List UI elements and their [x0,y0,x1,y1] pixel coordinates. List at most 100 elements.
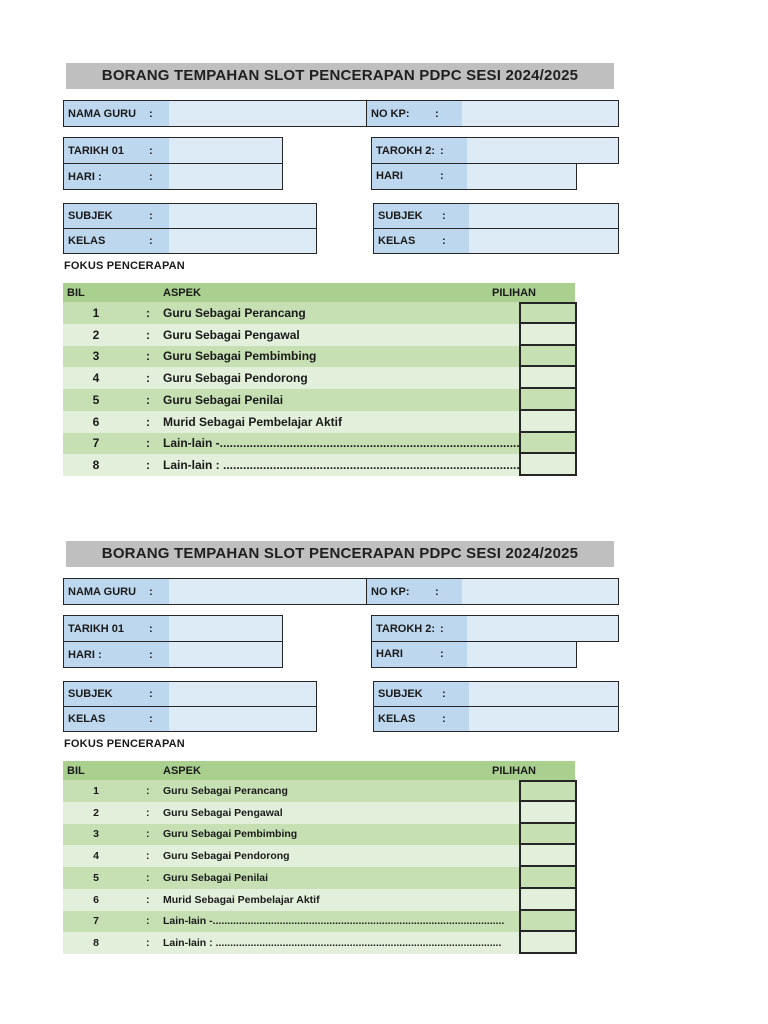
row-number: 8 [93,937,99,950]
hari-1-input[interactable] [169,164,282,189]
table-row: 4 : Guru Sebagai Pendorong [63,367,577,389]
colon: : [146,893,150,906]
pilihan-box[interactable] [519,454,577,476]
colon: : [149,713,153,725]
colon: : [146,828,150,841]
pilihan-box[interactable] [519,845,577,867]
colon: : [435,107,439,120]
row-number: 3 [93,828,99,841]
pilihan-box[interactable] [519,410,577,433]
row-nama-nokp: NAMA GURU : NO KP: : [63,578,619,605]
colon: : [146,436,150,451]
subjek-1-input[interactable] [169,682,316,706]
table-row: 1 : Guru Sebagai Perancang [63,302,577,324]
table-row: 1 : Guru Sebagai Perancang [63,780,577,802]
tarikh-2-label: TAROKH 2: : [372,138,467,163]
field-tarikh-2: TAROKH 2: : [371,137,619,164]
hari-2-input[interactable] [467,641,576,667]
colon: : [149,107,153,120]
pilihan-box[interactable] [519,910,577,933]
pilihan-box[interactable] [519,888,577,911]
col-header-aspek: ASPEK [163,764,201,777]
pilihan-box[interactable] [519,367,577,389]
pilihan-box[interactable] [519,302,577,324]
row-number: 7 [92,436,100,451]
table-row: 7 : Lain-lain -.........................… [63,432,577,455]
row-number: 5 [92,392,100,407]
table-header: BIL ASPEK PILIHAN [63,761,575,780]
subjek-1-label: SUBJEK : [64,682,169,706]
col-header-pilihan: PILIHAN [492,764,536,777]
subjek-1-input[interactable] [169,204,316,228]
kelas-2-input[interactable] [469,707,618,731]
colon: : [440,170,444,182]
colon: : [146,937,150,950]
tarikh-2-input[interactable] [467,138,618,163]
row-aspek: Guru Sebagai Pembimbing [163,349,317,364]
nama-guru-input[interactable] [169,579,366,604]
booking-form: BORANG TEMPAHAN SLOT PENCERAPAN PDPC SES… [0,63,768,541]
colon: : [146,806,150,819]
nama-guru-input[interactable] [169,101,366,126]
nama-guru-label: NAMA GURU : [64,579,169,604]
pilihan-box[interactable] [519,323,577,346]
tarikh-1-input[interactable] [169,138,282,163]
tarikh-2-input[interactable] [467,616,618,641]
row-number: 6 [93,893,99,906]
block-tarikh-hari-left: TARIKH 01 : HARI : : [63,137,283,190]
row-aspek: Guru Sebagai Pembimbing [163,828,298,841]
row-aspek: Guru Sebagai Perancang [163,784,288,797]
tarikh-1-input[interactable] [169,616,282,641]
row-number: 3 [92,349,100,364]
row-aspek: Guru Sebagai Pengawal [163,806,283,819]
fokus-table: 1 : Guru Sebagai Perancang 2 : Guru Seba… [63,302,577,476]
no-kp-input[interactable] [462,579,618,604]
form-title: BORANG TEMPAHAN SLOT PENCERAPAN PDPC SES… [66,541,614,567]
field-subjek-1: SUBJEK : [64,204,316,228]
colon: : [146,327,150,342]
pilihan-box[interactable] [519,780,577,802]
kelas-2-label: KELAS : [374,229,469,253]
field-kelas-2: KELAS : [374,228,618,253]
field-tarikh-1: TARIKH 01 : [64,138,282,163]
colon: : [146,850,150,863]
subjek-1-label: SUBJEK : [64,204,169,228]
field-kelas-1: KELAS : [64,228,316,253]
hari-1-input[interactable] [169,642,282,667]
pilihan-box[interactable] [519,801,577,824]
row-number: 4 [93,850,99,863]
table-row: 5 : Guru Sebagai Penilai [63,389,577,411]
kelas-1-input[interactable] [169,229,316,253]
nama-guru-label: NAMA GURU : [64,101,169,126]
pilihan-box[interactable] [519,867,577,889]
colon: : [149,648,153,661]
row-number: 2 [92,327,100,342]
pilihan-box[interactable] [519,432,577,455]
pilihan-box[interactable] [519,932,577,954]
subjek-2-input[interactable] [469,204,618,228]
colon: : [146,458,150,473]
field-nama-guru: NAMA GURU : [64,579,366,604]
tarikh-2-label: TAROKH 2: : [372,616,467,641]
hari-2-input[interactable] [467,163,576,189]
hari-1-label: HARI : : [64,642,169,667]
no-kp-input[interactable] [462,101,618,126]
fokus-heading: FOKUS PENCERAPAN [64,260,185,272]
pilihan-box[interactable] [519,823,577,846]
kelas-1-label: KELAS : [64,707,169,731]
kelas-1-input[interactable] [169,707,316,731]
kelas-2-input[interactable] [469,229,618,253]
tarikh-1-label: TARIKH 01 : [64,616,169,641]
pilihan-box[interactable] [519,389,577,411]
colon: : [146,784,150,797]
row-number: 5 [93,871,99,884]
table-row: 2 : Guru Sebagai Pengawal [63,801,577,824]
form-title: BORANG TEMPAHAN SLOT PENCERAPAN PDPC SES… [66,63,614,89]
subjek-2-input[interactable] [469,682,618,706]
row-number: 8 [92,458,100,473]
table-row: 7 : Lain-lain -.........................… [63,910,577,933]
table-row: 3 : Guru Sebagai Pembimbing [63,345,577,368]
colon: : [146,915,150,928]
pilihan-box[interactable] [519,345,577,368]
row-aspek: Guru Sebagai Pendorong [163,850,290,863]
